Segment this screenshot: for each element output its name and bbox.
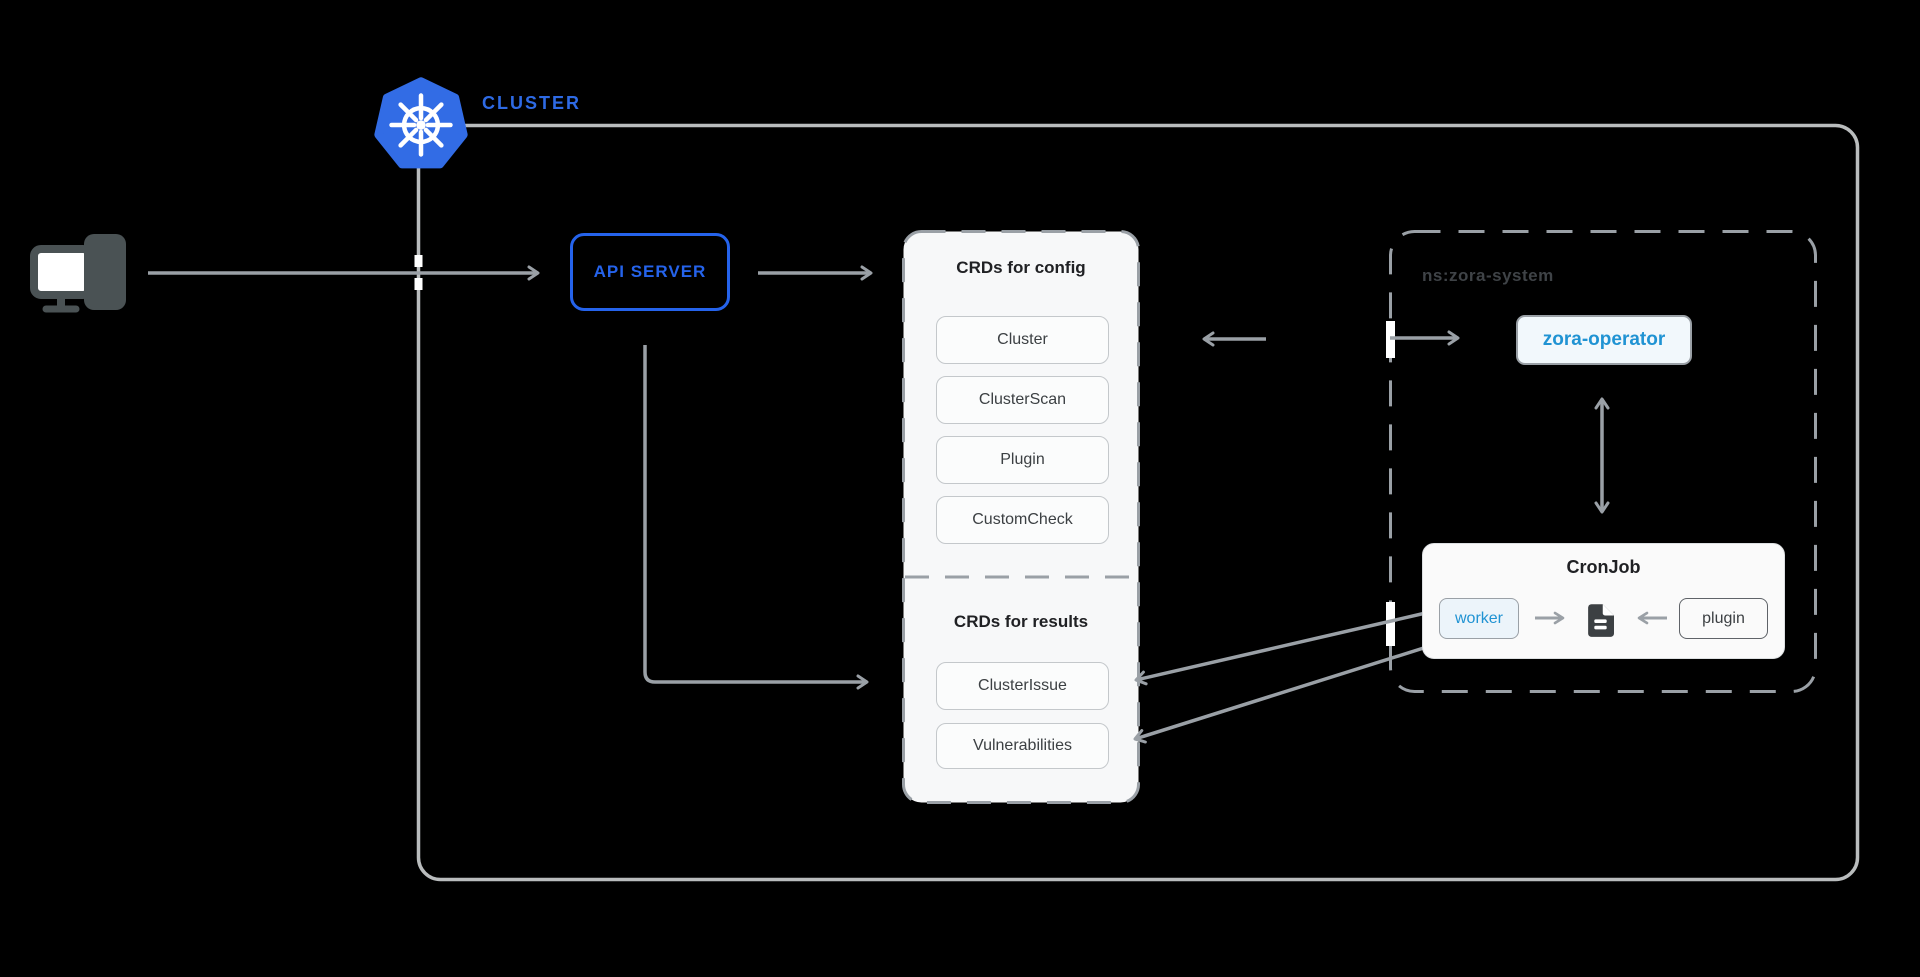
cronjob-title: CronJob — [1566, 557, 1641, 577]
cronjob-to-clusterissue-arrow — [1134, 610, 1431, 686]
user-device-icon — [28, 232, 132, 316]
worker-box: worker — [1439, 598, 1519, 639]
apiserver-to-results-arrow — [643, 345, 869, 690]
namespace-label: ns:zora-system — [1422, 266, 1554, 285]
api-server-box: API SERVER — [570, 233, 730, 311]
worker-to-doc-arrow — [1535, 611, 1565, 625]
cluster-boundary — [416, 123, 1860, 882]
crd-node-clusterscan: ClusterScan — [936, 376, 1109, 424]
crd-node-plugin: Plugin — [936, 436, 1109, 484]
crd-node-clusterissue: ClusterIssue — [936, 662, 1109, 710]
plugin-box: plugin — [1679, 598, 1768, 639]
api-server-label: API SERVER — [593, 262, 707, 281]
cronjob-to-vulnerabilities-arrow — [1133, 644, 1431, 744]
crds-config-title: CRDs for config — [956, 258, 1086, 277]
crd-node-customcheck: CustomCheck — [936, 496, 1109, 544]
cluster-label: CLUSTER — [482, 93, 581, 113]
crd-node-cluster: Cluster — [936, 316, 1109, 364]
crd-node-vulnerabilities: Vulnerabilities — [936, 723, 1109, 769]
document-icon — [1588, 604, 1614, 637]
zora-operator-box: zora-operator — [1516, 315, 1692, 365]
crds-panel: CRDs for config Cluster ClusterScan Plug… — [903, 231, 1139, 803]
plugin-to-doc-arrow — [1637, 611, 1667, 625]
cronjob-box: CronJob worker plugin — [1422, 543, 1785, 659]
kubernetes-logo-icon — [369, 73, 473, 177]
namespace-boundary — [1389, 230, 1817, 693]
crds-results-title: CRDs for results — [953, 612, 1089, 631]
